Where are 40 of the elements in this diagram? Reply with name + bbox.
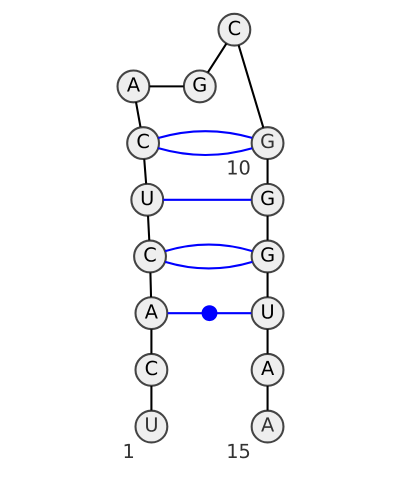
- connector: [266, 386, 268, 410]
- node-label: 10: [226, 156, 250, 180]
- connector: [167, 312, 202, 314]
- node-label: 15: [226, 440, 250, 463]
- node-label: 1: [122, 440, 134, 463]
- node-circle: G: [182, 69, 216, 104]
- connector: [148, 272, 152, 298]
- node-circle: U: [134, 410, 168, 444]
- node-circle: A: [134, 296, 168, 330]
- connector: [146, 216, 150, 240]
- connector: [142, 159, 147, 184]
- connector: [266, 272, 268, 298]
- connector: [150, 329, 152, 354]
- connector: [150, 386, 152, 410]
- connector: [206, 42, 227, 74]
- node-circle: U: [130, 182, 164, 217]
- connector: [157, 130, 252, 140]
- node-circle: G: [250, 126, 284, 160]
- node-circle: A: [116, 69, 150, 104]
- node-circle: C: [126, 126, 160, 160]
- node-circle: A: [250, 410, 284, 444]
- node-circle: G: [250, 182, 284, 217]
- connector: [149, 85, 184, 88]
- connector: [164, 260, 252, 270]
- node-circle: A: [250, 352, 284, 387]
- connector: [266, 329, 268, 354]
- connector: [266, 159, 268, 184]
- node-circle: [201, 305, 217, 322]
- node-circle: C: [134, 352, 168, 387]
- node-circle: G: [250, 240, 284, 274]
- connector: [164, 244, 252, 252]
- node-circle: C: [216, 12, 251, 47]
- connector: [162, 198, 251, 201]
- node-circle: U: [250, 296, 284, 330]
- connector: [237, 45, 264, 128]
- connector: [157, 147, 252, 156]
- connector: [134, 102, 141, 128]
- connector: [266, 216, 268, 240]
- node-circle: C: [132, 240, 166, 274]
- connector: [216, 312, 251, 314]
